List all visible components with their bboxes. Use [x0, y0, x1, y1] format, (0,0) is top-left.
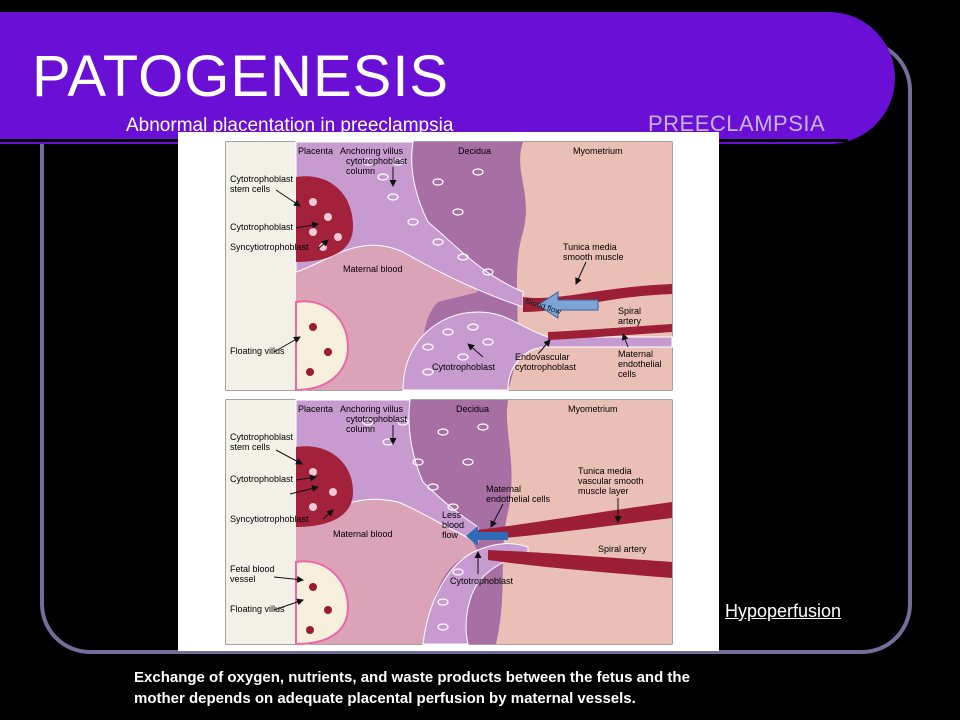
bottom-label-less-1: Less — [442, 510, 462, 520]
slide-title: PATOGENESIS — [32, 44, 450, 109]
top-panel: Placenta Anchoring villus cytotrophoblas… — [225, 141, 673, 392]
bottom-label-decidua: Decidua — [456, 404, 489, 414]
bottom-label-anchoring-2: cytotrophoblast — [346, 414, 408, 424]
bottom-label-less-3: flow — [442, 530, 459, 540]
caption-line-1: Exchange of oxygen, nutrients, and waste… — [134, 669, 690, 686]
bottom-label-fetal-1: Fetal blood — [230, 564, 275, 574]
bottom-label-fetal-2: vessel — [230, 574, 256, 584]
slide-tag: PREECLAMPSIA — [648, 111, 826, 136]
bottom-label-floating: Floating villus — [230, 604, 285, 614]
top-label-myometrium: Myometrium — [573, 146, 623, 156]
top-label-endo-3: cells — [618, 369, 637, 379]
top-label-tunica-2: smooth muscle — [563, 252, 624, 262]
bottom-label-stem-1: Cytotrophoblast — [230, 432, 294, 442]
top-label-placenta: Placenta — [298, 146, 333, 156]
bottom-label-less-2: blood — [442, 520, 464, 530]
bottom-label-anchoring-1: Anchoring villus — [340, 404, 404, 414]
bottom-label-tunica-1: Tunica media — [578, 466, 632, 476]
bottom-label-spiral: Spiral artery — [598, 544, 647, 554]
top-label-anchoring-3: column — [346, 166, 375, 176]
bottom-label-endo-2: endothelial cells — [486, 494, 551, 504]
title-banner: PATOGENESIS Abnormal placentation in pre… — [0, 12, 895, 144]
top-label-spiral-1: Spiral — [618, 306, 641, 316]
top-label-endovascular-2: cytotrophoblast — [515, 362, 577, 372]
top-label-cytotrophoblast: Cytotrophoblast — [230, 222, 294, 232]
slide-subtitle: Abnormal placentation in preeclampsia — [126, 115, 454, 136]
placentation-diagram: Placenta Anchoring villus cytotrophoblas… — [225, 141, 673, 646]
bottom-label-placenta: Placenta — [298, 404, 333, 414]
top-label-cytotrophoblast-bottom: Cytotrophoblast — [432, 362, 496, 372]
bottom-pointer-arrows — [273, 425, 622, 611]
top-label-floating: Floating villus — [230, 346, 285, 356]
hypoperfusion-label: Hypoperfusion — [725, 601, 842, 621]
bottom-label-cytotrophoblast-bottom: Cytotrophoblast — [450, 576, 514, 586]
top-pointer-arrows — [273, 167, 629, 358]
top-label-endo-2: endothelial — [618, 359, 662, 369]
bottom-label-maternal-blood: Maternal blood — [333, 529, 393, 539]
top-label-stem-2: stem cells — [230, 184, 271, 194]
caption-line-2: mother depends on adequate placental per… — [134, 690, 636, 707]
top-label-anchoring-2: cytotrophoblast — [346, 156, 408, 166]
top-label-tunica-1: Tunica media — [563, 242, 617, 252]
top-label-spiral-2: artery — [618, 316, 642, 326]
bottom-label-tunica-3: muscle layer — [578, 486, 629, 496]
top-label-endovascular-1: Endovascular — [515, 352, 570, 362]
bottom-label-myometrium: Myometrium — [568, 404, 618, 414]
bottom-label-tunica-2: vascular smooth — [578, 476, 644, 486]
top-label-anchoring-1: Anchoring villus — [340, 146, 404, 156]
bottom-label-syncytio: Syncytiotrophoblast — [230, 514, 309, 524]
top-label-endo-1: Maternal — [618, 349, 653, 359]
bottom-panel: Placenta Anchoring villus cytotrophoblas… — [225, 399, 673, 646]
bottom-label-endo-1: Maternal — [486, 484, 521, 494]
top-label-syncytio: Syncytiotrophoblast — [230, 242, 309, 252]
top-label-maternal-blood: Maternal blood — [343, 264, 403, 274]
bottom-label-stem-2: stem cells — [230, 442, 271, 452]
top-label-decidua: Decidua — [458, 146, 491, 156]
slide-caption: Exchange of oxygen, nutrients, and waste… — [134, 667, 834, 709]
top-label-stem-1: Cytotrophoblast — [230, 174, 294, 184]
bottom-label-anchoring-3: column — [346, 424, 375, 434]
placentation-figure: Placenta Anchoring villus cytotrophoblas… — [178, 132, 719, 651]
bottom-label-cytotrophoblast: Cytotrophoblast — [230, 474, 294, 484]
